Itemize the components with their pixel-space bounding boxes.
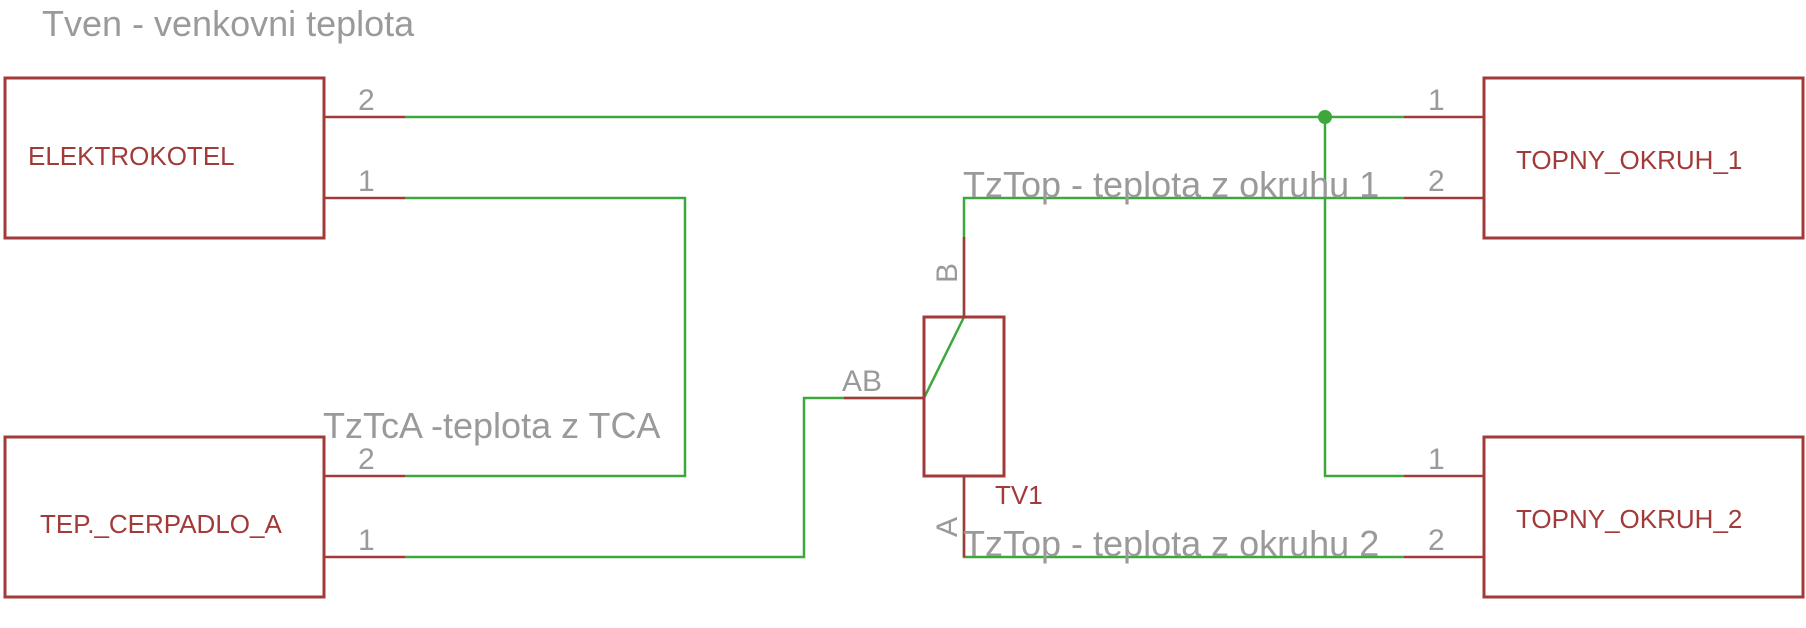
wire-valve-b-okruh1-2 bbox=[962, 196, 1404, 317]
component-valve-tv1[interactable]: TV1 AB B A bbox=[842, 237, 1043, 557]
topny-okruh-2-pin-2-label: 2 bbox=[1428, 524, 1445, 557]
tep-cerpadlo-a-pin-2-label: 2 bbox=[358, 443, 375, 476]
tep-cerpadlo-a-label: TEP._CERPADLO_A bbox=[40, 509, 282, 539]
notes: Tven - venkovni teplota TzTcA -teplota z… bbox=[42, 3, 1379, 564]
tep-cerpadlo-a-body bbox=[3, 435, 326, 599]
wire-elektrokotel1-tca2 bbox=[405, 196, 687, 478]
component-topny-okruh-1[interactable]: TOPNY_OKRUH_1 1 2 bbox=[1404, 76, 1805, 240]
note-tztop-1: TzTop - teplota z okruhu 1 bbox=[963, 164, 1379, 205]
valve-body bbox=[922, 315, 1006, 478]
note-tztop-2: TzTop - teplota z okruhu 2 bbox=[963, 523, 1379, 564]
elektrokotel-pin-2-label: 2 bbox=[358, 84, 375, 117]
diagram-title: Tven - venkovni teplota bbox=[42, 3, 415, 44]
topny-okruh-1-label: TOPNY_OKRUH_1 bbox=[1516, 145, 1742, 175]
topny-okruh-2-body bbox=[1482, 435, 1805, 599]
valve-pin-a-label: A bbox=[931, 517, 964, 537]
elektrokotel-label: ELEKTROKOTEL bbox=[28, 141, 235, 171]
wire-junction bbox=[1318, 110, 1332, 124]
component-tep-cerpadlo-a[interactable]: TEP._CERPADLO_A 2 1 bbox=[3, 435, 405, 599]
elektrokotel-pin-1-label: 1 bbox=[358, 165, 375, 198]
wire-junction-okruh2-1 bbox=[1323, 117, 1404, 478]
note-tztca: TzTcA -teplota z TCA bbox=[323, 405, 660, 446]
topny-okruh-1-pin-1-label: 1 bbox=[1428, 84, 1445, 117]
topny-okruh-2-pin-1-label: 1 bbox=[1428, 443, 1445, 476]
elektrokotel-body bbox=[3, 76, 326, 240]
component-elektrokotel[interactable]: ELEKTROKOTEL 2 1 bbox=[3, 76, 405, 240]
topny-okruh-1-pin-2-label: 2 bbox=[1428, 165, 1445, 198]
valve-pin-b-label: B bbox=[931, 263, 964, 283]
valve-pin-ab-label: AB bbox=[842, 365, 882, 398]
wire-valve-internal bbox=[922, 316, 966, 399]
component-topny-okruh-2[interactable]: TOPNY_OKRUH_2 1 2 bbox=[1404, 435, 1805, 599]
topny-okruh-1-body bbox=[1482, 76, 1805, 240]
topny-okruh-2-label: TOPNY_OKRUH_2 bbox=[1516, 504, 1742, 534]
tep-cerpadlo-a-pin-1-label: 1 bbox=[358, 524, 375, 557]
valve-label: TV1 bbox=[995, 480, 1043, 510]
